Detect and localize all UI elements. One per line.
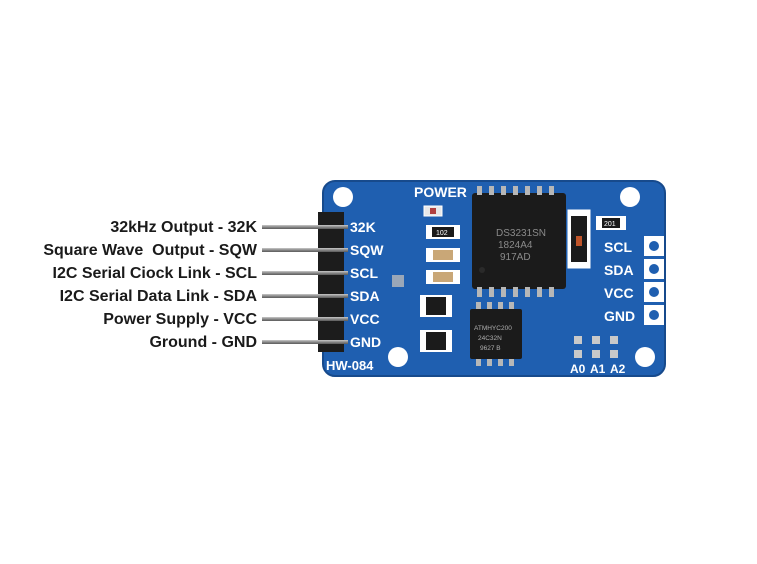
rtc-chip-text-1: DS3231SN (496, 228, 546, 239)
right-pin-label-scl: SCL (604, 239, 632, 255)
eeprom-chip: ATMHYC200 24C32N 9627 B (470, 302, 522, 366)
mounting-hole (635, 347, 655, 367)
label-vcc: Power Supply - VCC (103, 311, 257, 328)
address-jumpers (574, 336, 618, 358)
model-label: HW-084 (326, 358, 374, 373)
right-pin-label-gnd: GND (604, 308, 635, 324)
rtc-chip-text-3: 917AD (500, 252, 531, 263)
right-pin-label-sda: SDA (604, 262, 634, 278)
eeprom-text-2: 24C32N (478, 335, 502, 342)
left-header (262, 212, 348, 352)
label-sqw: Square Wave Output - SQW (43, 242, 257, 259)
mounting-hole (388, 347, 408, 367)
right-header (644, 236, 664, 325)
label-gnd: Ground - GND (149, 334, 257, 351)
address-label-a2: A2 (610, 362, 626, 376)
pin-label-32k: 32K (350, 219, 376, 235)
pin-label-gnd: GND (350, 334, 381, 350)
pin-label-sqw: SQW (350, 242, 384, 258)
pin-label-vcc: VCC (350, 311, 380, 327)
pin-label-sda: SDA (350, 288, 380, 304)
eeprom-text-1: ATMHYC200 (474, 325, 512, 332)
right-pin-label-vcc: VCC (604, 285, 634, 301)
mounting-hole (620, 187, 640, 207)
mounting-hole (333, 187, 353, 207)
rtc-chip: DS3231SN 1824A4 917AD (472, 186, 566, 297)
address-label-a1: A1 (590, 362, 606, 376)
label-32k: 32kHz Output - 32K (110, 219, 257, 236)
address-label-a0: A0 (570, 362, 586, 376)
resistor-102: 102 (436, 230, 448, 237)
pin-label-scl: SCL (350, 265, 378, 281)
eeprom-text-3: 9627 B (480, 345, 501, 352)
power-label: POWER (414, 184, 467, 200)
label-scl: I2C Serial Ciock Link - SCL (52, 265, 258, 282)
resistor-network (420, 295, 452, 352)
label-sda: I2C Serial Data Link - SDA (59, 288, 257, 305)
resistor-201: 201 (604, 221, 616, 228)
rtc-chip-text-2: 1824A4 (498, 240, 533, 251)
